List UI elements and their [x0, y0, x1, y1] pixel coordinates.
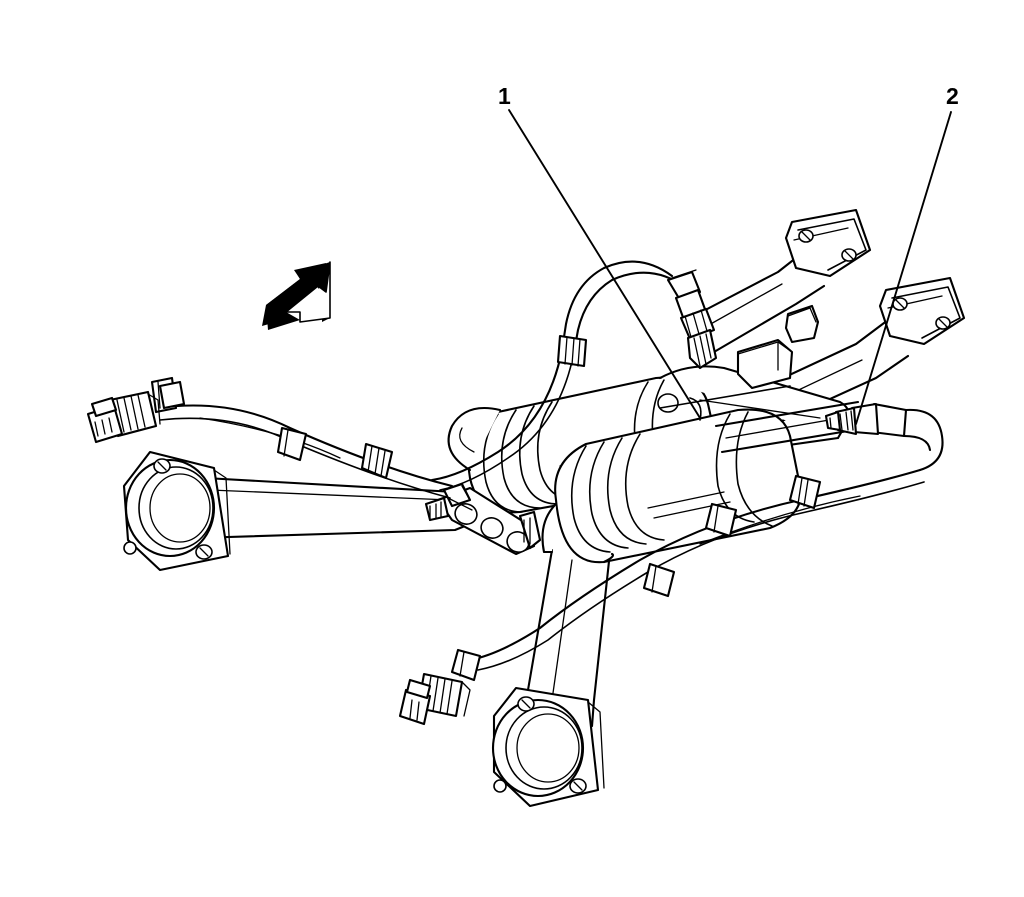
- callout-leader-2: [855, 111, 952, 425]
- harness-clip-e: [704, 502, 738, 538]
- upstream-sensor-mounting-boss: [657, 385, 791, 421]
- orientation-arrow: [262, 261, 331, 330]
- exhaust-flange-rear-lower-right: [878, 276, 966, 346]
- wire-harness-right: [468, 468, 925, 671]
- converter-bracket-tab-right: [784, 304, 820, 344]
- upstream-oxygen-sensor: [560, 260, 718, 370]
- harness-clip-g: [450, 648, 482, 682]
- callout-leader-1: [508, 109, 701, 419]
- harness-clip-a: [556, 334, 588, 368]
- harness-clip-d: [788, 474, 822, 510]
- harness-clip-b: [276, 426, 308, 462]
- converter-heat-shield-tab: [736, 338, 794, 390]
- callout-label-1: 1: [498, 83, 511, 109]
- harness-connector-lower: [398, 672, 471, 726]
- harness-connector-left: [86, 390, 161, 444]
- exhaust-flange-front-left: [122, 450, 231, 572]
- wire-harness-sensor1-run: [430, 348, 575, 491]
- converter-lower-outlet: [541, 502, 615, 564]
- catalytic-converter-lower: [554, 408, 802, 564]
- exhaust-flange-front-lower: [491, 686, 605, 808]
- converter-front-bend: [447, 406, 502, 472]
- callout-label-2: 2: [946, 83, 959, 109]
- harness-clip-f: [642, 562, 676, 598]
- sensor-mounting-bracket: [424, 482, 542, 556]
- harness-clip-c: [360, 442, 394, 480]
- downstream-oxygen-sensor: [824, 402, 944, 472]
- exhaust-flange-rear-upper-right: [784, 208, 872, 278]
- harness-clip-h: [158, 380, 186, 410]
